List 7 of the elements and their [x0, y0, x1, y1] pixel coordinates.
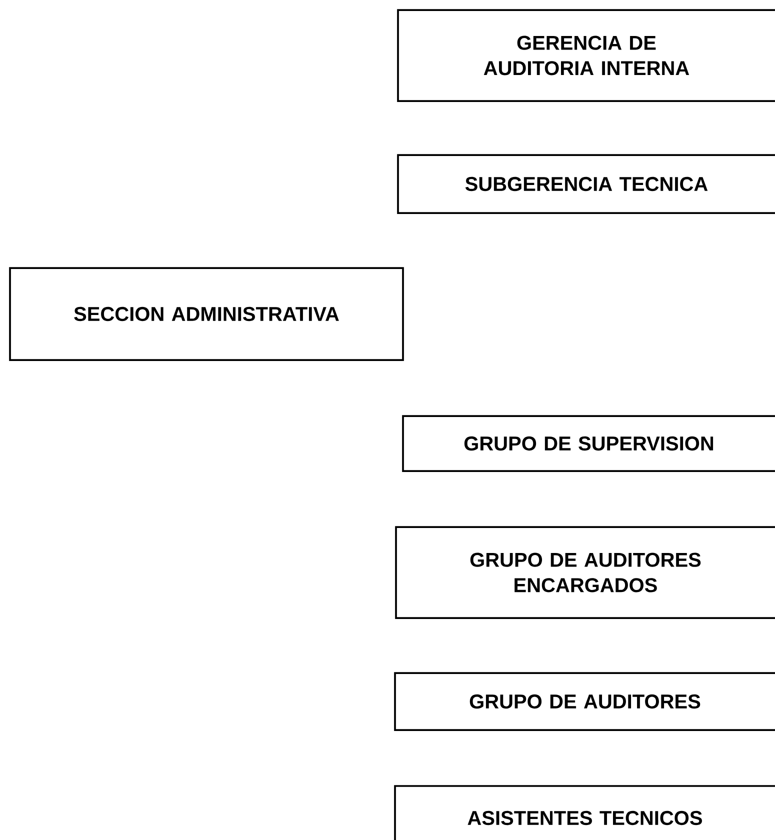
- org-box: SUBGERENCIA TECNICA: [397, 154, 775, 214]
- org-box: GRUPO DE AUDITORES ENCARGADOS: [395, 526, 775, 619]
- org-box: ASISTENTES TECNICOS: [394, 785, 775, 840]
- org-box: GRUPO DE SUPERVISION: [402, 415, 775, 472]
- org-box: GRUPO DE AUDITORES: [394, 672, 775, 731]
- org-box: SECCION ADMINISTRATIVA: [9, 267, 404, 361]
- org-box: GERENCIA DE AUDITORIA INTERNA: [397, 9, 775, 102]
